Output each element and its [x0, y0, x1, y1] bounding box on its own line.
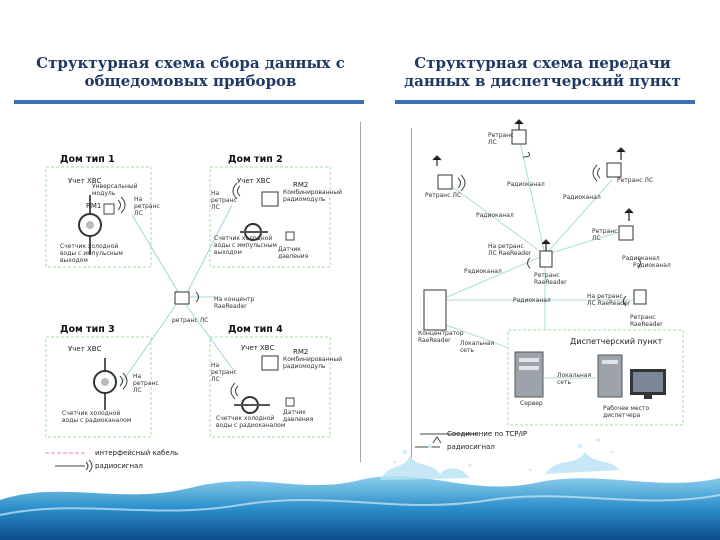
- workplace-label: Рабочее место диспетчера: [603, 405, 650, 419]
- h3-to-rep-label: На ретранс ЛС: [133, 373, 159, 394]
- radio-mid-label: Радиоканал: [464, 268, 502, 275]
- workplace-computer-icon: [597, 354, 666, 399]
- radio-label-2: Радиоканал: [476, 212, 514, 219]
- h2-counter-label: Счетчик холодной воды с импульсным выход…: [214, 235, 277, 256]
- h4-sensor-label: Датчик давления: [283, 409, 314, 423]
- radio-label-4: Радиоканал: [633, 262, 671, 269]
- h2-uchet-label: Учет ХВС: [237, 177, 271, 185]
- title-underline-right: [395, 100, 695, 104]
- h1-to-rep-label: На ретранс ЛС: [134, 196, 160, 217]
- server-computer-icon: [514, 351, 544, 398]
- rep-top-label: Ретранс ЛС: [488, 132, 514, 146]
- center-rep-label: ретранс ЛС: [172, 317, 209, 324]
- right-diagram-title: Структурная схема передачи данных в дисп…: [404, 54, 681, 90]
- left-diagram-title: Структурная схема сбора данных с общедом…: [36, 54, 345, 90]
- legend-radio-label-right: радиосигнал: [447, 443, 495, 451]
- house-type-4-label: Дом тип 4: [228, 324, 283, 335]
- h3-uchet-label: Учет ХВС: [68, 345, 102, 353]
- house-type-3-label: Дом тип 3: [60, 324, 115, 335]
- radio-side-label: Радиоканал: [513, 297, 551, 304]
- house-type-2-label: Дом тип 2: [228, 154, 283, 165]
- legend-cable-label: интерфейсный кабель: [95, 449, 179, 457]
- house-type-1-label: Дом тип 1: [60, 154, 115, 165]
- server-label: Сервер: [520, 400, 543, 407]
- h1-module-label: Унверсальный модуль: [92, 183, 138, 197]
- radio-label-1: Радиоканал: [507, 181, 545, 188]
- center-to-conc-label: На концентр RaeReader: [214, 296, 255, 310]
- lan-label: Локальная сеть: [460, 340, 495, 354]
- h1-rm-label: RM1: [86, 202, 102, 210]
- h4-to-rep-label: На ретранс ЛС: [211, 362, 237, 383]
- radio-label-5: Радиоканал: [622, 255, 660, 262]
- h2-to-rep-label: На ретранс ЛС: [211, 190, 237, 211]
- h3-counter-label: Счетчик холодной воды с радиоканалом: [62, 410, 132, 424]
- rep-right2-label: Ретранс RaeReader: [630, 314, 663, 328]
- rep-farright-label: Ретранс ЛС: [592, 228, 618, 242]
- legend-tcp-label: Соединение по TCP/IP: [447, 430, 528, 438]
- h1-counter-label: Счетчик холодной воды с импульсным выход…: [60, 243, 123, 264]
- legend-radio-label: радиосигнал: [95, 462, 143, 470]
- radio-label-3: Радиоканал: [563, 194, 601, 201]
- h2-module-label: Комбинированный радиомодуль: [283, 189, 343, 203]
- to-rep-right-label: На ретранс ЛС RaeReader: [587, 293, 631, 307]
- panel-divider-left: [360, 122, 361, 462]
- h4-uchet-label: Учет ХВС: [241, 344, 275, 352]
- concentrator-label: Концентратор RaeReader: [418, 330, 464, 344]
- h1-uchet-label: Учет ХВС: [68, 177, 102, 185]
- title-underline-left: [14, 100, 364, 104]
- panel-divider-right: [411, 128, 412, 458]
- dispatch-label: Диспетчерский пункт: [570, 337, 663, 346]
- rep-right-label: Ретранс ЛС: [617, 177, 654, 184]
- rep-left-label: Ретранс ЛС: [425, 192, 462, 199]
- h4-module-label: Комбинированный радиомодуль: [283, 356, 343, 370]
- lan2-label: Локальная сеть: [557, 372, 592, 386]
- h2-sensor-label: Датчик давления: [278, 246, 309, 260]
- h4-rm-label: RM2: [293, 348, 309, 356]
- h2-rm-label: RM2: [293, 181, 309, 189]
- rep-mid-label: Ретранс RaeReader: [534, 272, 567, 286]
- h4-counter-label: Счетчик холодной воды с радиоканалом: [216, 415, 286, 429]
- to-rep-conc-label: На ретранс ЛС RaeReader: [488, 243, 532, 257]
- water-meter-icon: [78, 195, 115, 255]
